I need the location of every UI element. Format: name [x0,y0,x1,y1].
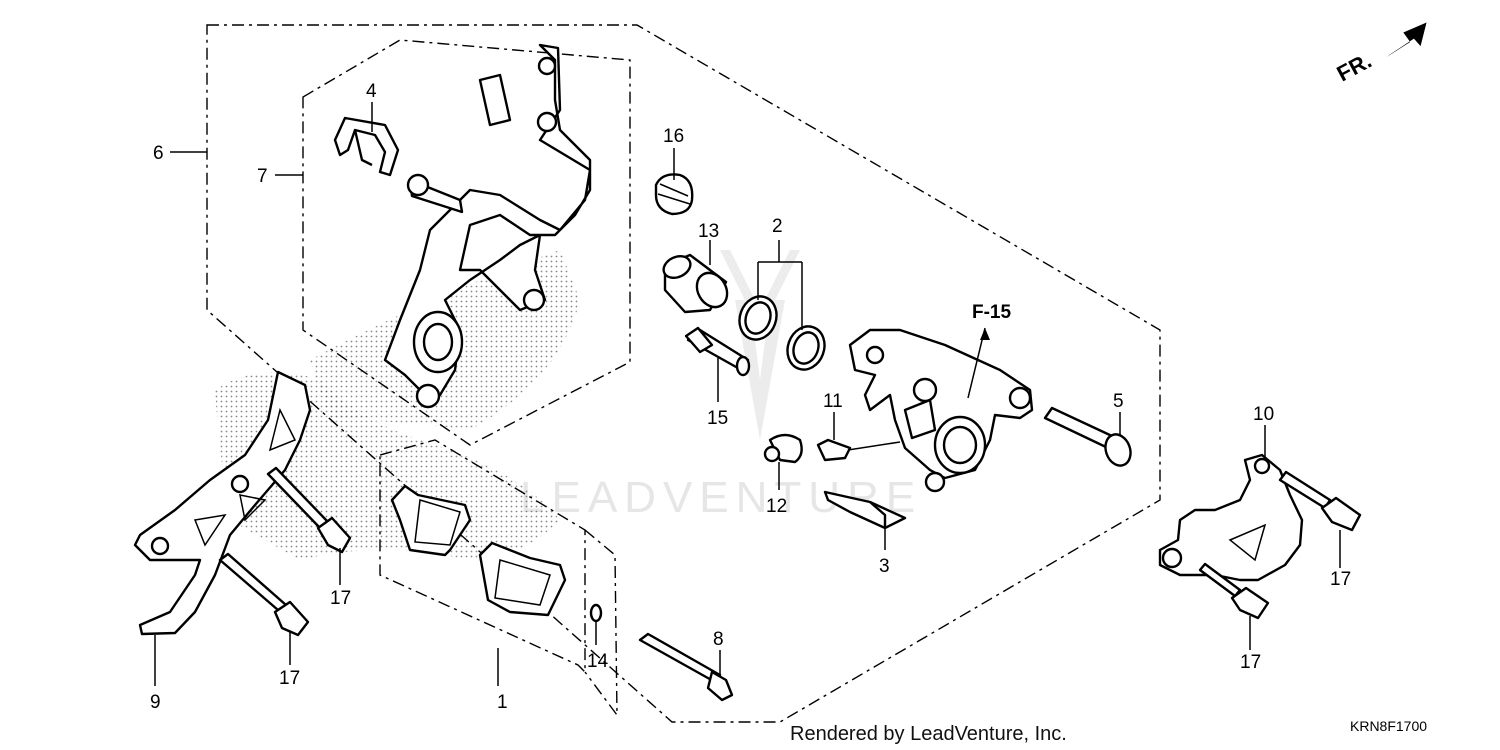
caliper-guard-right [1158,453,1304,582]
brake-pad-a [390,484,472,557]
front-direction-label: FR. [1333,48,1376,87]
callout-17b: 17 [279,668,300,689]
credit-text: Rendered by LeadVenture, Inc. [790,723,1067,745]
callout-13: 13 [698,221,719,242]
callout-8: 8 [713,629,724,650]
assembly-box-1 [379,439,618,718]
pin-bolt [684,326,751,377]
callout-11: 11 [823,391,843,412]
callout-12: 12 [766,496,787,517]
bleeder-screw [816,438,901,462]
pad-spring [333,116,400,177]
callout-6: 6 [153,143,164,164]
callout-14: 14 [587,651,609,672]
callout-15: 15 [707,408,728,429]
callout-5: 5 [1113,391,1124,412]
bolt-17-d [1198,562,1270,620]
callout-16: 16 [663,126,684,147]
pad-pin-clip [589,603,603,623]
callout-2: 2 [772,216,783,237]
callout-1: 1 [497,692,508,713]
callout-17c: 17 [1330,569,1351,590]
callout-9: 9 [150,692,161,713]
assembly-box-6 [206,24,1161,723]
callout-3: 3 [879,556,890,577]
callout-4: 4 [366,81,377,102]
bolt-17-c [1278,470,1362,532]
brake-pad-b [478,541,567,617]
diagram-code: KRN8F1700 [1350,718,1427,734]
caliper-bracket [383,43,592,409]
boot [654,173,694,216]
callout-7: 7 [257,166,268,187]
bolt-17-a [266,466,352,554]
caliper-body [848,328,1034,493]
reference-label: F-15 [972,302,1012,323]
piston [662,253,729,314]
assembly-box-7 [302,39,631,446]
dust-seal [786,325,826,371]
callout-17d: 17 [1240,652,1261,673]
bleeder-cap [763,433,803,464]
caliper-guard-left [133,370,312,636]
bolt-17-b [218,552,310,637]
callout-10: 10 [1253,404,1274,425]
caliper-pin [1043,406,1132,467]
leader-lines [154,102,1341,686]
front-arrow-icon [1386,22,1427,58]
callout-17a: 17 [330,588,351,609]
piston-seal [738,295,778,341]
